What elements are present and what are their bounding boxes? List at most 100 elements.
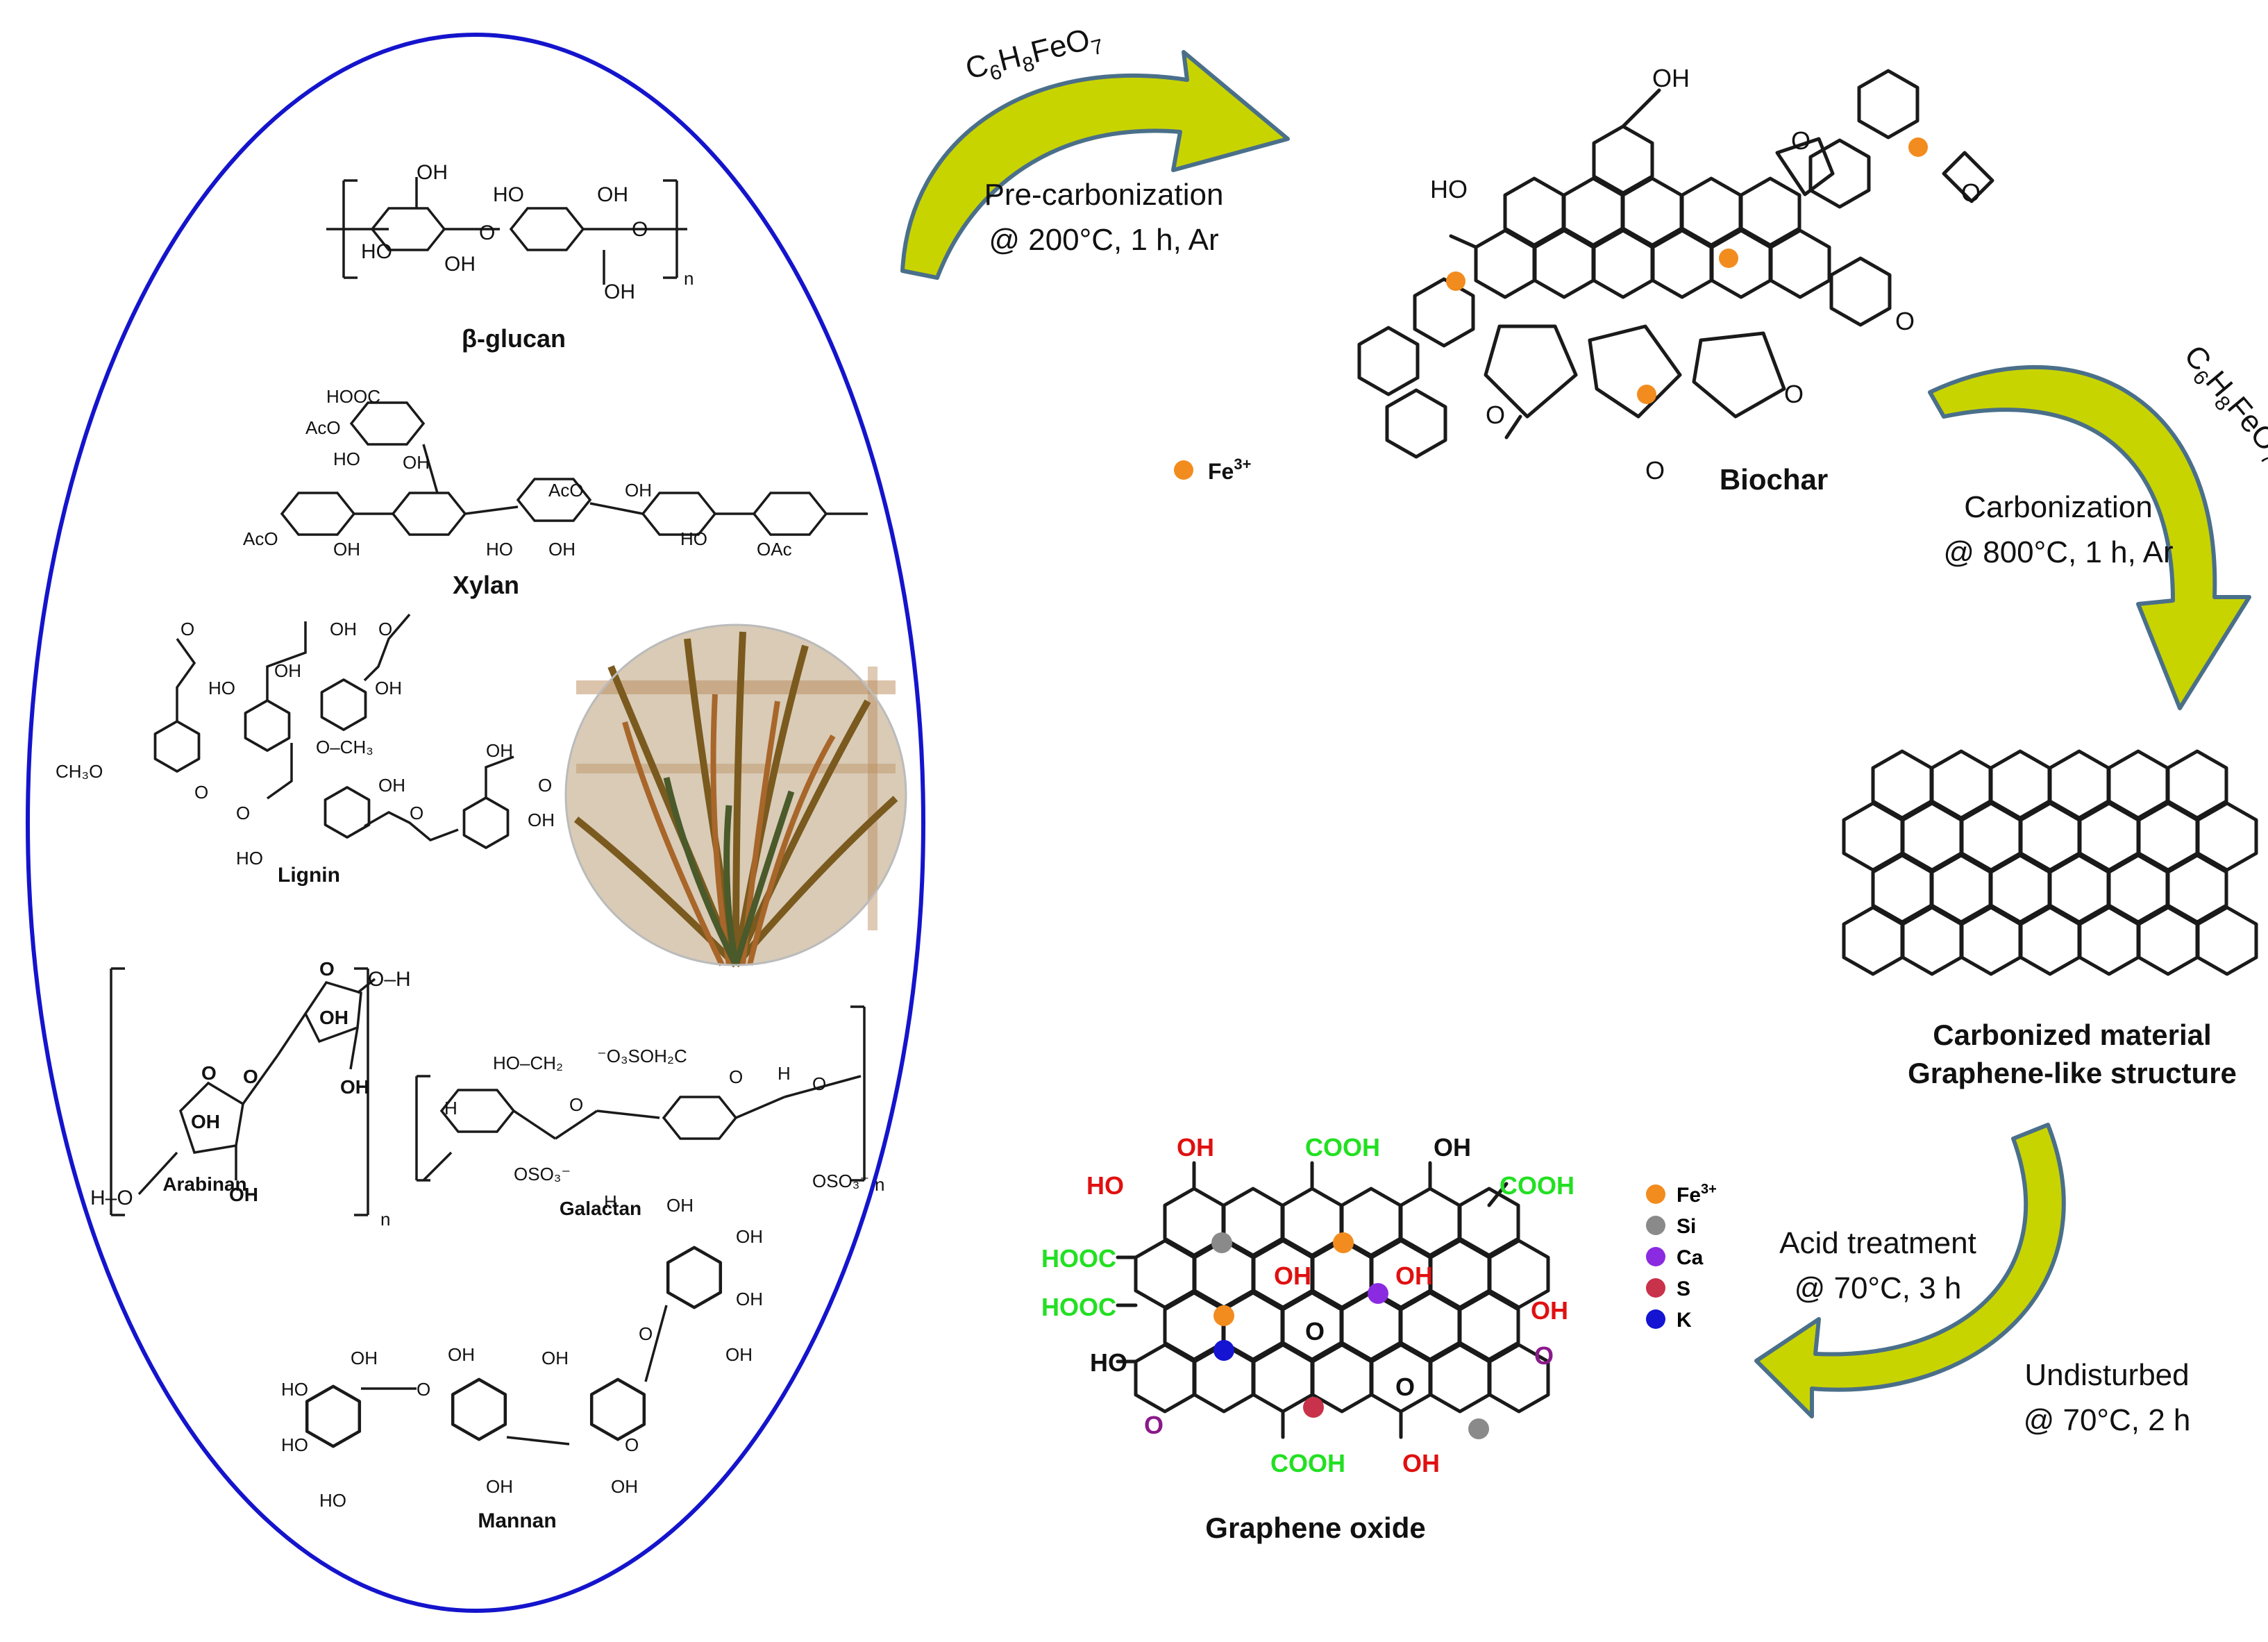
lignin-ch3o: CH₃O bbox=[56, 761, 103, 782]
go-legend-label-si: Si bbox=[1677, 1215, 1696, 1238]
glucan-o-link: O bbox=[479, 221, 495, 244]
mannan-oh-4: OH bbox=[541, 1348, 569, 1368]
glucan-oh-2: OH bbox=[444, 253, 476, 276]
lignin-o-2: O bbox=[378, 619, 392, 639]
step2-line1: Carbonization bbox=[1964, 490, 2153, 524]
arrow-pre-carbonization bbox=[900, 50, 1290, 280]
mannan-structure: OH HO HO HO O OH OH OH O OH O OH OH OH O… bbox=[281, 1195, 763, 1511]
biochar-o-1: O bbox=[1791, 126, 1811, 155]
lignin-oh-3: OH bbox=[375, 678, 402, 698]
go-cooh-bottom: COOH bbox=[1270, 1449, 1345, 1477]
mannan-oh-9: OH bbox=[725, 1344, 753, 1365]
go-s-dot bbox=[1303, 1397, 1324, 1418]
xylan-aco-1: AcO bbox=[305, 417, 341, 438]
xylan-hooc: HOOC bbox=[326, 386, 380, 407]
mannan-ho-2: HO bbox=[281, 1434, 308, 1455]
go-fe-dot-1 bbox=[1333, 1232, 1354, 1253]
biochar-fe-dot-4 bbox=[1908, 137, 1928, 157]
lignin-ho-2: HO bbox=[236, 848, 263, 869]
galactan-h-2: H bbox=[604, 1191, 617, 1212]
biochar-oh: OH bbox=[1652, 64, 1690, 92]
go-ca-dot bbox=[1368, 1283, 1388, 1304]
reagent-label-right: C6H8FeO7 bbox=[2174, 339, 2268, 470]
lignin-oh-4: OH bbox=[378, 775, 405, 796]
carbonized-label-2: Graphene-like structure bbox=[1908, 1057, 2237, 1089]
biochar-structure bbox=[1359, 71, 1994, 457]
step3-line4: @ 70°C, 2 h bbox=[2024, 1403, 2191, 1437]
go-ho-left-1: HO bbox=[1086, 1171, 1124, 1200]
mannan-oh-5: OH bbox=[611, 1476, 638, 1497]
beta-glucan-structure: OH HO OH O HO OH OH O n bbox=[326, 161, 694, 303]
xylan-oh-3: OH bbox=[548, 539, 576, 560]
step1-line1: Pre-carbonization bbox=[984, 178, 1224, 212]
mannan-oh-3: OH bbox=[486, 1476, 513, 1497]
go-legend-dot-s bbox=[1646, 1278, 1665, 1298]
go-oh-mid-1: OH bbox=[1274, 1262, 1311, 1290]
lignin-ho-1: HO bbox=[208, 678, 235, 698]
glucan-n: n bbox=[684, 268, 694, 289]
xylan-aco-3: AcO bbox=[548, 480, 584, 501]
arabinan-o-2: O bbox=[243, 1066, 258, 1087]
lignin-oh-5: OH bbox=[486, 740, 513, 761]
mannan-ho-1: HO bbox=[281, 1379, 308, 1400]
arrow-acid-treatment bbox=[1754, 1123, 2066, 1418]
go-o-bottom-left: O bbox=[1144, 1411, 1164, 1439]
carbonized-structure bbox=[1844, 751, 2256, 974]
xylan-oh-1: OH bbox=[403, 452, 430, 473]
xylan-structure: HOOC AcO HO OH AcO OH AcO HO OH OH HO OA… bbox=[243, 386, 868, 560]
lignin-o-4: O bbox=[236, 803, 250, 823]
galactan-o-1: O bbox=[569, 1094, 583, 1115]
go-hooc-left-2: HOOC bbox=[1041, 1293, 1116, 1321]
go-cooh-right: COOH bbox=[1500, 1171, 1574, 1200]
mannan-ho-3: HO bbox=[319, 1490, 346, 1511]
lignin-och3: O–CH₃ bbox=[316, 737, 373, 757]
xylan-ho-3: HO bbox=[680, 528, 707, 549]
go-legend-dot-ca bbox=[1646, 1247, 1665, 1266]
arabinan-o-3: O bbox=[319, 958, 335, 980]
glucan-ho-2: HO bbox=[493, 183, 524, 206]
mannan-oh-2: OH bbox=[448, 1344, 475, 1365]
biochar-o-2: O bbox=[1961, 178, 1981, 207]
xylan-label: Xylan bbox=[453, 571, 519, 599]
lignin-structure: O HO OH OH O OH O–CH₃ CH₃O O O HO OH O O… bbox=[56, 613, 555, 869]
mannan-oh-7: OH bbox=[736, 1226, 763, 1247]
glucan-ho-1: HO bbox=[361, 240, 392, 263]
xylan-aco-2: AcO bbox=[243, 528, 278, 549]
go-legend-label-k: K bbox=[1677, 1309, 1692, 1332]
go-legend-label-s: S bbox=[1677, 1277, 1690, 1300]
biomass-ellipse bbox=[26, 33, 925, 1613]
carbonized-label-1: Carbonized material bbox=[1933, 1019, 2211, 1051]
arrow-carbonization bbox=[1928, 365, 2251, 710]
go-si-dot-1 bbox=[1211, 1232, 1232, 1253]
mannan-oh-1: OH bbox=[351, 1348, 378, 1368]
galactan-o3soh2c: ⁻O₃SOH₂C bbox=[597, 1046, 687, 1066]
go-oh-top-2: OH bbox=[1434, 1133, 1471, 1162]
step2-line2: @ 800°C, 1 h, Ar bbox=[1943, 535, 2173, 569]
biochar-fe-dot-1 bbox=[1446, 271, 1465, 291]
go-legend-dot-si bbox=[1646, 1216, 1665, 1235]
lignin-oh-6: OH bbox=[528, 810, 555, 830]
plant-photo bbox=[564, 623, 907, 968]
xylan-oac: OAc bbox=[757, 539, 792, 560]
biochar-label: Biochar bbox=[1720, 463, 1828, 496]
go-oh-right: OH bbox=[1531, 1296, 1568, 1325]
graphene-oxide-structure bbox=[1116, 1161, 1548, 1439]
arabinan-oh-4: OH bbox=[340, 1076, 369, 1098]
go-hooc-left-1: HOOC bbox=[1041, 1244, 1116, 1273]
go-o-right: O bbox=[1534, 1341, 1554, 1370]
step1-line2: @ 200°C, 1 h, Ar bbox=[989, 223, 1218, 257]
xylan-ho-1: HO bbox=[333, 449, 360, 469]
galactan-o-3: O bbox=[812, 1073, 826, 1094]
arabinan-oh-3: OH bbox=[319, 1007, 348, 1028]
galactan-structure: HO–CH₂ ⁻O₃SOH₂C OSO₃⁻ OSO₃⁻ O O O H H H … bbox=[415, 1005, 884, 1212]
mannan-label: Mannan bbox=[478, 1509, 556, 1532]
step3-line3: Undisturbed bbox=[2024, 1358, 2189, 1392]
go-oh-bottom: OH bbox=[1402, 1449, 1440, 1477]
lignin-o-6: O bbox=[538, 775, 552, 796]
biochar-o-5: O bbox=[1486, 401, 1505, 429]
arabinan-label: Arabinan bbox=[162, 1173, 246, 1195]
arabinan-oh-2: OH bbox=[229, 1184, 258, 1205]
arabinan-structure: H–O OH OH O O O O–H OH OH n bbox=[90, 958, 411, 1230]
